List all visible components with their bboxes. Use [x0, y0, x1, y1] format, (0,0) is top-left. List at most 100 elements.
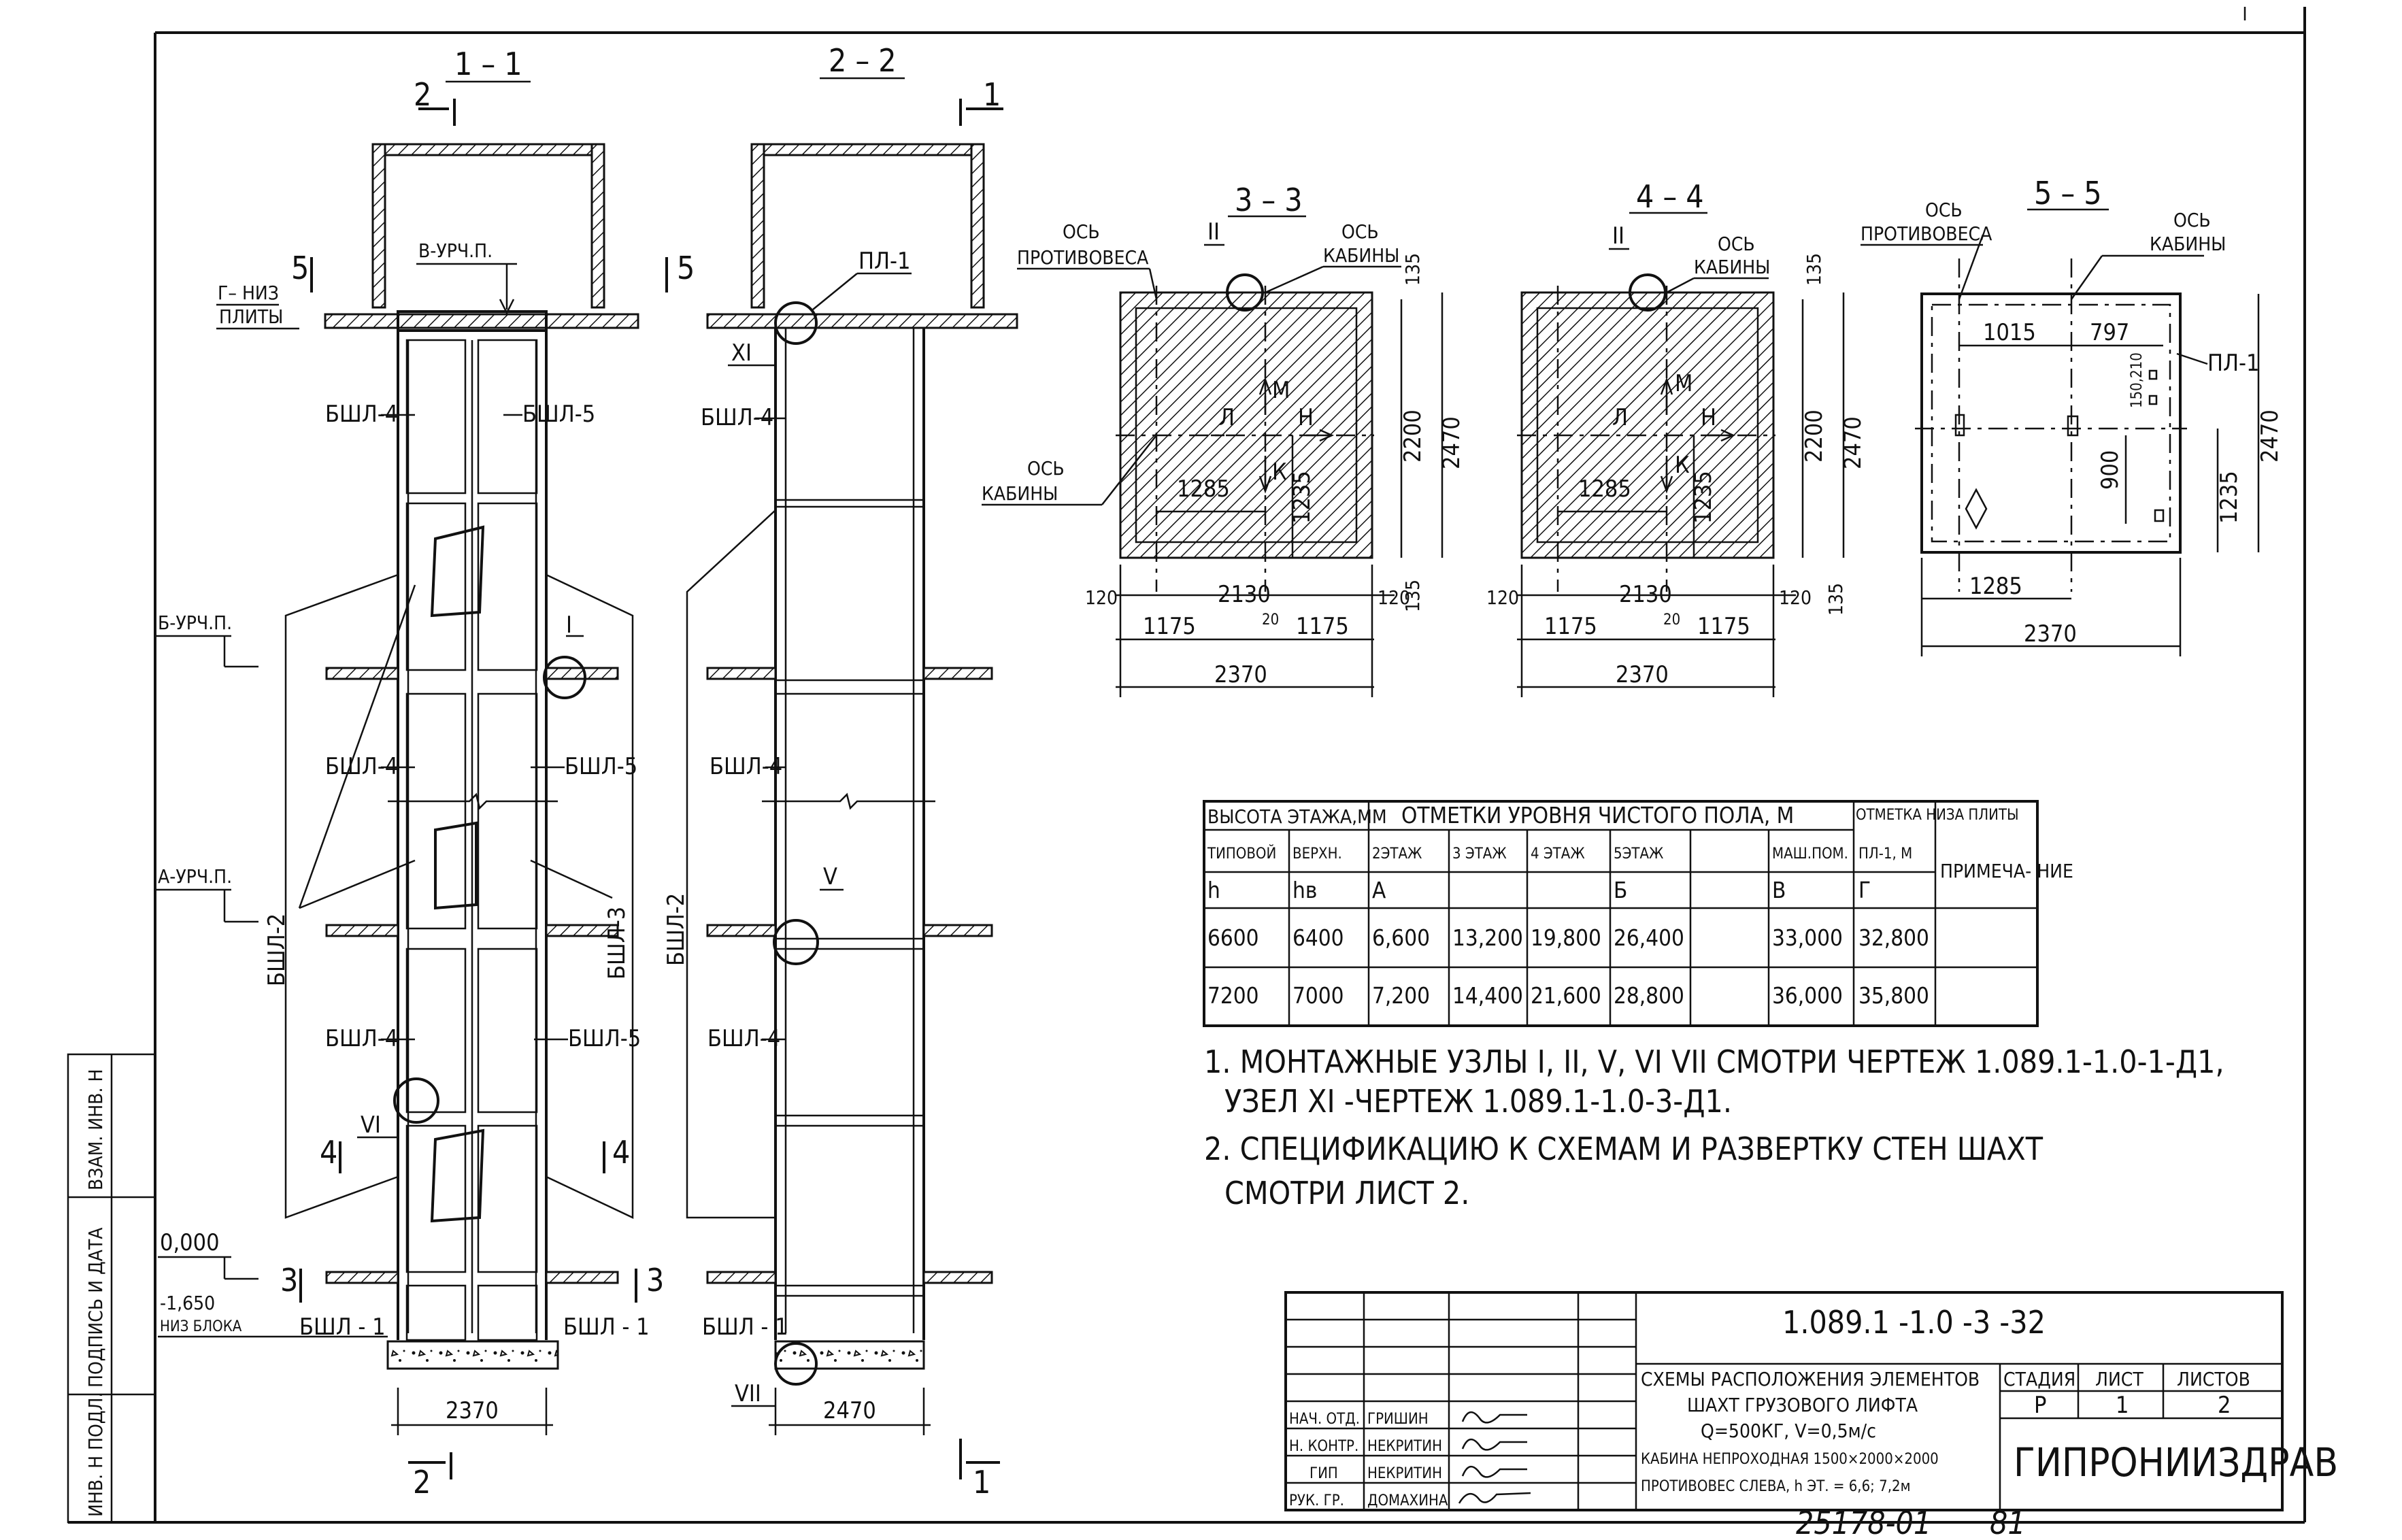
table-sub-0: ТИПОВОЙ	[1207, 845, 1276, 863]
table-cell-1-8: 35,800	[1858, 982, 1929, 1009]
plan44-node-II: II	[1612, 222, 1624, 250]
table-cell-0-4: 19,800	[1531, 924, 1601, 951]
table-h-otmetka-niza: ОТМЕТКА НИЗА ПЛИТЫ	[1856, 807, 2019, 824]
plan44-d1175b: 1175	[1697, 613, 1750, 640]
table-cell-1-3: 14,400	[1452, 982, 1523, 1009]
tb-name-0: ГРИШИН	[1367, 1411, 1429, 1428]
plan44-d2200: 2200	[1801, 409, 1828, 463]
stamp-sign: ПОДПИСЬ И ДАТА	[84, 1227, 107, 1388]
cut-3-right: 3	[646, 1262, 664, 1299]
level-a: А-УРЧ.П.	[156, 865, 258, 923]
plan33-os-kab2: ОСЬ	[1027, 457, 1065, 480]
tb-stadia: Р	[2034, 1392, 2046, 1419]
title-block: 1.089.1 -1.0 -3 -32 СХЕМЫ РАСПОЛОЖЕНИЯ Э…	[1284, 1291, 2338, 1511]
level-a-label: А-УРЧ.П.	[158, 865, 232, 888]
plan44-os-kab: ОСЬ	[1718, 233, 1755, 255]
plan55-os-kab: ОСЬ	[2173, 209, 2211, 231]
plan-4-4: 4 – 4 М К Л Н II ОСЬ КАБИНЫ 1285 1235 22…	[1486, 178, 1867, 697]
table-sub-8: ПЛ-1, М	[1858, 846, 1912, 863]
table-cell-1-7: 36,000	[1772, 982, 1843, 1009]
table-cell-0-0: 6600	[1207, 924, 1259, 951]
plan33-d2370: 2370	[1214, 661, 1267, 688]
plan55-os-protiv: ОСЬ	[1925, 199, 1963, 221]
plan44-d135b: 135	[1824, 583, 1847, 616]
node-VI: VI	[361, 1111, 381, 1139]
table-h-vysota: ВЫСОТА ЭТАЖА,ММ	[1207, 805, 1387, 828]
plan33-d120b: 120	[1378, 586, 1410, 609]
plan33-d1175a: 1175	[1143, 613, 1196, 640]
node-V-s22: V	[823, 863, 837, 890]
table-sym-2: А	[1372, 877, 1386, 903]
label-bsha1-right: БШЛ - 1	[563, 1313, 650, 1341]
plan33-d20: 20	[1262, 612, 1279, 629]
plan44-d20: 20	[1663, 612, 1680, 629]
tb-title1: СХЕМЫ РАСПОЛОЖЕНИЯ ЭЛЕМЕНТОВ	[1641, 1368, 1980, 1390]
tb-name-1: НЕКРИТИН	[1367, 1438, 1442, 1455]
table-sub-4: 4 ЭТАЖ	[1531, 846, 1585, 863]
section-title-2-2: 2 – 2	[829, 42, 897, 79]
label-pl1-s22: ПЛ-1	[858, 248, 911, 275]
cut-5-right: 5	[677, 250, 695, 286]
table-cell-0-8: 32,800	[1858, 924, 1929, 951]
cut-1-bottom: 1	[973, 1464, 990, 1501]
plan33-d120a: 120	[1085, 586, 1118, 609]
level-zero: 0,000 -1,650 НИЗ БЛОКА	[158, 1229, 388, 1338]
tb-list-h: ЛИСТ	[2095, 1368, 2144, 1390]
levels-table: ВЫСОТА ЭТАЖА,ММ ОТМЕТКИ УРОВНЯ ЧИСТОГО П…	[1203, 800, 2073, 1027]
section-title-1-1: 1 – 1	[454, 46, 522, 82]
label-bsha1-left: БШЛ - 1	[299, 1313, 386, 1341]
table-sub-5: 5ЭТАЖ	[1614, 846, 1663, 863]
plan55-d1015: 1015	[1983, 319, 2036, 346]
table-cell-0-5: 26,400	[1614, 924, 1684, 951]
page-number: 81	[1990, 1505, 2026, 1540]
cut-1-top: 1	[983, 76, 1001, 113]
plan33-protivovesa: ПРОТИВОВЕСА	[1017, 246, 1149, 269]
tb-list: 1	[2116, 1392, 2129, 1419]
table-h-otmetki: ОТМЕТКИ УРОВНЯ ЧИСТОГО ПОЛА, М	[1401, 802, 1794, 828]
plan33-os-kab: ОСЬ	[1341, 220, 1379, 243]
node-VII: VII	[735, 1380, 761, 1407]
table-cell-0-1: 6400	[1292, 924, 1344, 951]
table-sym-5: Б	[1614, 877, 1627, 903]
plan33-kabiny: КАБИНЫ	[1323, 244, 1399, 267]
tb-role-1: Н. КОНТР.	[1289, 1438, 1358, 1455]
plan44-kabiny: КАБИНЫ	[1694, 256, 1770, 278]
dim-2370-s11: 2370	[446, 1397, 499, 1424]
cut-4-right: 4	[612, 1134, 630, 1171]
label-bsha2-s22: БШЛ-2	[663, 893, 690, 966]
table-cell-0-2: 6,600	[1372, 924, 1430, 951]
plan55-kabiny: КАБИНЫ	[2150, 233, 2226, 255]
plan55-protivovesa: ПРОТИВОВЕСА	[1861, 222, 1992, 245]
plan44-K: К	[1675, 452, 1690, 479]
plan44-L: Л	[1612, 404, 1628, 431]
table-sub-7: МАШ.ПОМ.	[1772, 846, 1848, 863]
plan33-os-protiv: ОСЬ	[1063, 220, 1100, 243]
notes: 1. МОНТАЖНЫЕ УЗЛЫ I, II, V, VI VII СМОТР…	[1204, 1043, 2224, 1211]
tb-title3: Q=500КГ, V=0,5м/с	[1701, 1420, 1876, 1442]
plan44-d2370: 2370	[1616, 661, 1669, 688]
plan44-d1285: 1285	[1578, 475, 1631, 503]
node-I-s11: I	[566, 612, 572, 639]
tb-org: ГИПРОНИИЗДРАВ	[2014, 1439, 2338, 1486]
label-bsha1-s22: БШЛ - 1	[702, 1313, 788, 1341]
plan44-N: Н	[1701, 404, 1716, 431]
tb-code: 1.089.1 -1.0 -3 -32	[1782, 1304, 2046, 1341]
plan33-d135b: 135	[1401, 580, 1424, 612]
table-cell-1-0: 7200	[1207, 982, 1259, 1009]
label-bsha3: БШЛ-3	[603, 907, 631, 980]
level-v-label: В-УРЧ.П.	[418, 239, 493, 262]
tb-listov: 2	[2218, 1392, 2231, 1419]
plan55-pl1: ПЛ-1	[2207, 350, 2260, 377]
tb-role-2: ГИП	[1310, 1465, 1338, 1482]
plan33-M: М	[1272, 377, 1290, 404]
plan33-d1175b: 1175	[1296, 613, 1349, 640]
plan55-d150210: 150,210	[2129, 352, 2146, 408]
section-title-5-5: 5 – 5	[2034, 175, 2102, 212]
plan55-d1285: 1285	[1969, 573, 2022, 600]
tb-title4: КАБИНА НЕПРОХОДНАЯ 1500×2000×2000	[1641, 1451, 1939, 1468]
section-1-1: 1 – 1	[156, 46, 695, 1501]
plan44-d1235: 1235	[1690, 471, 1717, 524]
plan33-d135a: 135	[1401, 253, 1424, 286]
